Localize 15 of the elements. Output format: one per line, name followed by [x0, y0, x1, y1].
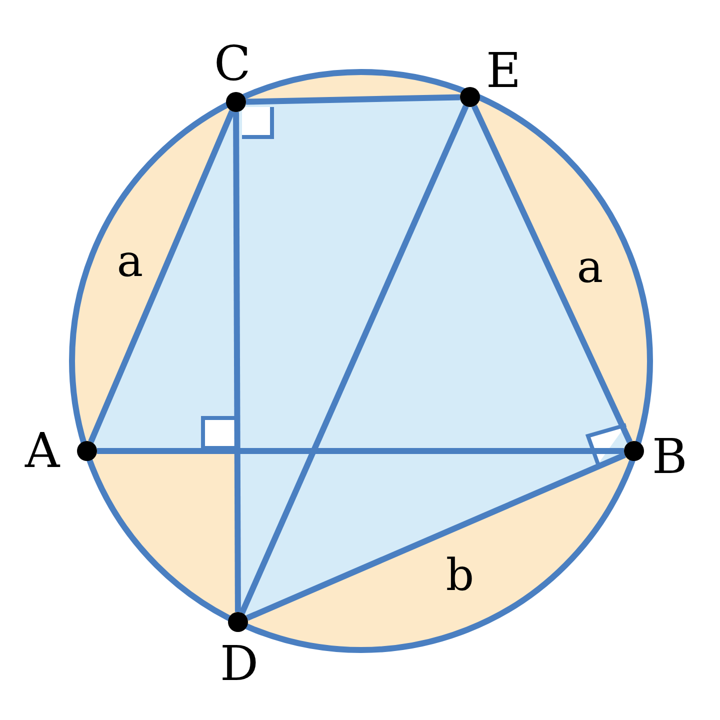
- line-segment: [88, 110, 235, 443]
- line-segment: [233, 112, 241, 612]
- point-label: D: [220, 640, 258, 688]
- edge-label: a: [576, 246, 604, 290]
- line-segment: [246, 94, 460, 105]
- line-segment: [246, 452, 626, 621]
- line-segment: [97, 448, 624, 454]
- edge-label: a: [116, 240, 144, 284]
- line-segment: [471, 104, 633, 444]
- point-label: C: [214, 40, 251, 88]
- line-segment: [239, 104, 469, 614]
- edge-label: b: [446, 554, 474, 598]
- point-label: E: [486, 47, 522, 95]
- point-label: A: [25, 427, 60, 475]
- point-label: B: [652, 433, 688, 481]
